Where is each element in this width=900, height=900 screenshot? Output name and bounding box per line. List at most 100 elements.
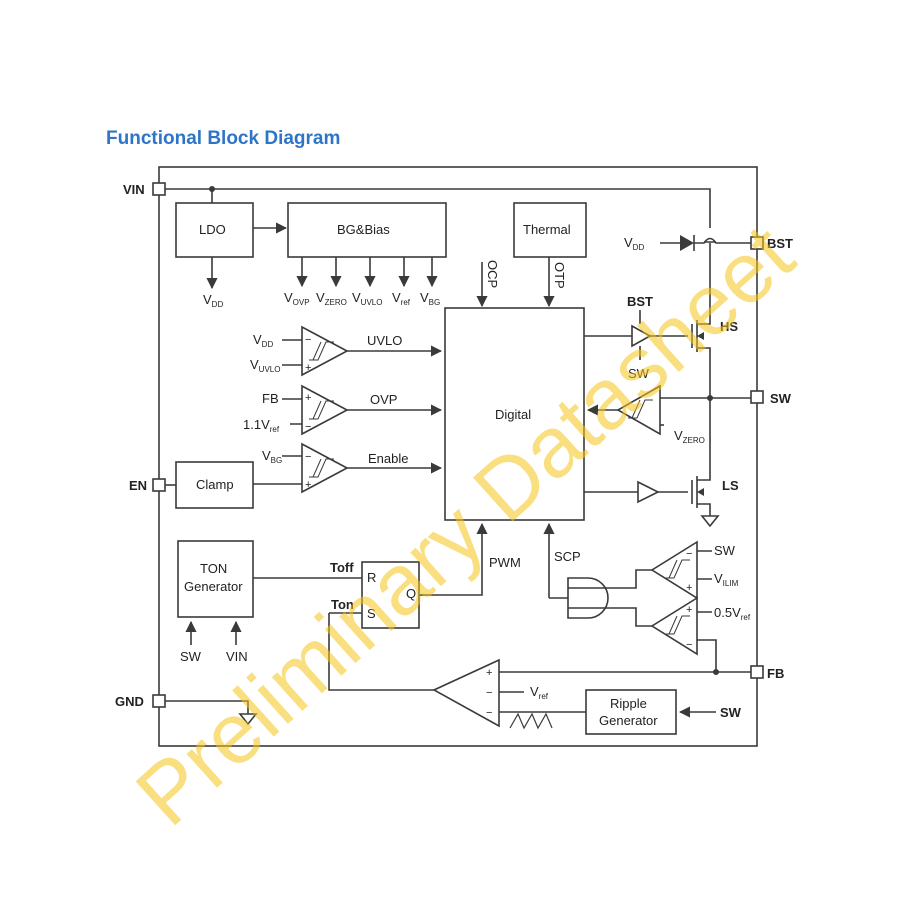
svg-text:−: −: [305, 334, 311, 346]
uv-vref-coef: 0.5V: [714, 605, 741, 620]
ldo-vdd-v: V: [203, 292, 212, 307]
otp-label: OTP: [552, 262, 567, 289]
svg-text:+: +: [305, 479, 311, 491]
pin-sw: SW: [750, 390, 792, 406]
uvlo-vdd-sub: DD: [262, 340, 274, 349]
svg-text:+: +: [686, 582, 692, 594]
svg-text:VILIM: VILIM: [714, 571, 739, 588]
page-title: Functional Block Diagram: [106, 128, 341, 149]
svg-text:+: +: [305, 362, 311, 374]
svg-text:VDD: VDD: [624, 235, 644, 252]
pwm-label: PWM: [489, 555, 521, 570]
zero-v: V: [674, 428, 683, 443]
bg-vovp-v: V: [284, 290, 293, 305]
uvlo-vuvlo-sub: UVLO: [259, 365, 281, 374]
svg-text:−: −: [305, 421, 311, 433]
pin-gnd: GND: [115, 694, 166, 709]
pin-bst-label: BST: [767, 236, 793, 251]
latch-s: S: [367, 606, 376, 621]
bg-vuvlo-sub: UVLO: [361, 298, 383, 307]
svg-text:VBG: VBG: [420, 290, 440, 307]
scp-uv-comparator: + −: [650, 596, 698, 656]
svg-text:−: −: [686, 639, 692, 651]
svg-text:VBG: VBG: [262, 448, 282, 465]
ilim-sw-label: SW: [714, 543, 736, 558]
hs-driver-sw-label: SW: [628, 366, 650, 381]
ovp-comparator: + −: [301, 384, 349, 436]
bg-bias-block: [287, 202, 447, 258]
bg-vuvlo-v: V: [352, 290, 361, 305]
scp-label: SCP: [554, 549, 581, 564]
bst-diode-icon: [680, 235, 694, 251]
ldo-label: LDO: [199, 222, 226, 237]
pin-en-label: EN: [129, 478, 147, 493]
ldo-vdd-sub: DD: [212, 300, 224, 309]
latch-r: R: [367, 570, 376, 585]
ovp-signal-label: OVP: [370, 392, 397, 407]
bg-vbg-v: V: [420, 290, 429, 305]
ton-label: Ton: [331, 597, 354, 612]
bg-vref-sub: ref: [401, 298, 411, 307]
pin-fb-label: FB: [767, 666, 784, 681]
sr-latch: [361, 561, 420, 629]
hs-driver-bst-label: BST: [627, 294, 653, 309]
zero-cross-comparator: [616, 384, 661, 436]
ldo-block: [175, 202, 254, 258]
enable-comparator: − +: [301, 442, 349, 494]
pin-en: EN: [129, 478, 166, 493]
enable-signal-label: Enable: [368, 451, 408, 466]
svg-text:VUVLO: VUVLO: [352, 290, 382, 307]
svg-text:Vref: Vref: [530, 684, 549, 701]
uvlo-vdd-v: V: [253, 332, 262, 347]
ovp-fb-label: FB: [262, 391, 279, 406]
svg-text:VZERO: VZERO: [674, 428, 705, 445]
ilim-comparator: − +: [650, 540, 698, 600]
bg-bias-label: BG&Bias: [337, 222, 390, 237]
ilim-sub: ILIM: [723, 579, 739, 588]
ripple-generator-block: [585, 689, 677, 735]
svg-text:+: +: [686, 604, 692, 616]
toff-label: Toff: [330, 560, 354, 575]
ton-vin-input: VIN: [226, 649, 248, 664]
pin-gnd-label: GND: [115, 694, 144, 709]
digital-block: [444, 307, 585, 521]
ic-boundary: [158, 166, 758, 747]
uvlo-vuvlo-v: V: [250, 357, 259, 372]
uv-vref-sub: ref: [741, 613, 751, 622]
svg-text:VOVP: VOVP: [284, 290, 310, 307]
svg-text:−: −: [305, 451, 311, 463]
pin-bst: BST: [750, 236, 793, 251]
ls-label: LS: [722, 478, 739, 493]
svg-text:VDD: VDD: [203, 292, 223, 309]
thermal-label: Thermal: [523, 222, 571, 237]
digital-label: Digital: [495, 407, 531, 422]
svg-text:−: −: [486, 687, 492, 699]
ovp-vref-sub: ref: [270, 425, 280, 434]
ton-gen-label-2: Generator: [184, 579, 243, 594]
hs-label: HS: [720, 319, 738, 334]
clamp-label: Clamp: [196, 477, 234, 492]
svg-text:−: −: [686, 548, 692, 560]
ea-vref-sub: ref: [539, 692, 549, 701]
pin-fb: FB: [750, 665, 784, 681]
pin-vin-label: VIN: [123, 182, 145, 197]
bst-vdd-sub: DD: [633, 243, 645, 252]
hs-mosfet: [691, 243, 711, 398]
zero-sub: ZERO: [683, 436, 705, 445]
bst-vdd-v: V: [624, 235, 633, 250]
bg-vovp-sub: OVP: [293, 298, 310, 307]
ripple-gen-label-2: Generator: [599, 713, 658, 728]
svg-text:−: −: [486, 707, 492, 719]
ripple-gen-label-1: Ripple: [610, 696, 647, 711]
error-amplifier: + − −: [432, 658, 500, 728]
svg-text:1.1Vref: 1.1Vref: [243, 417, 280, 434]
uvlo-comparator: − +: [301, 325, 349, 377]
ramp-waveform-icon: [509, 712, 553, 730]
thermal-block: [513, 202, 587, 258]
ton-generator-block: [177, 540, 254, 618]
gnd-symbol-icon: [238, 713, 258, 726]
and-gate: [567, 577, 609, 619]
ton-sw-input: SW: [180, 649, 202, 664]
clamp-block: [175, 461, 254, 509]
pin-sw-label: SW: [770, 391, 792, 406]
